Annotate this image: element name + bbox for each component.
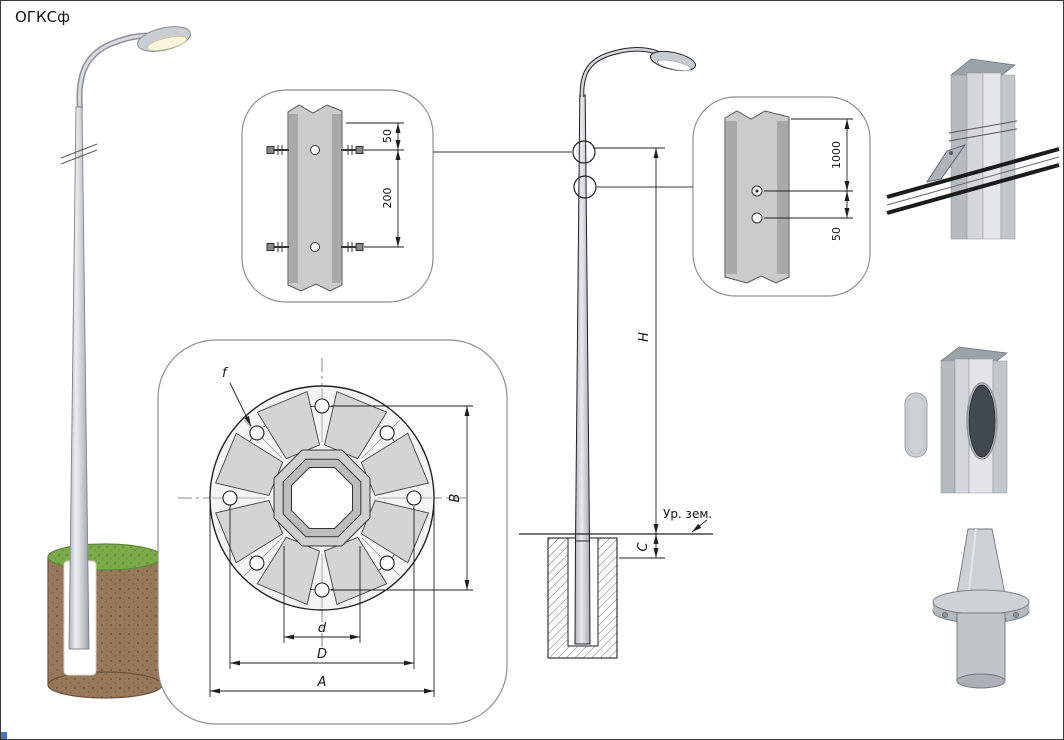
lamp-glow: [147, 36, 188, 51]
dim-B-label: B: [448, 493, 463, 502]
bolt-row-upper: [266, 145, 364, 155]
flange-base-render: [932, 528, 1030, 689]
band-edge-left: [289, 114, 298, 283]
dim-200-label: 200: [381, 188, 394, 209]
dimension-50-200: [346, 122, 404, 248]
dimension-1000-50: [764, 118, 853, 219]
band-edge-left: [726, 121, 737, 274]
door-opening: [968, 384, 996, 458]
cables: [886, 147, 1060, 215]
shaft-cross-section: [273, 449, 371, 547]
dim-50-label: 50: [381, 129, 394, 143]
suspension-clamp: [926, 144, 967, 183]
shaft-embedded: [574, 540, 591, 645]
foundation-cylinder: [47, 543, 163, 699]
dimension-d: [283, 546, 361, 643]
tie-wires: [948, 120, 1018, 142]
dim-f-leader: [229, 382, 252, 427]
detail-node-upper: [572, 140, 596, 164]
flange-plan-callout: f B d D A: [157, 339, 508, 725]
frame-corner-mark: [1, 732, 7, 739]
tube-highlight: [967, 528, 977, 600]
dim-D-label: D: [317, 647, 327, 662]
band-edge-right: [332, 114, 341, 283]
dim-A-label: A: [317, 675, 327, 690]
door-leaf: [904, 392, 928, 458]
pole-facets: [950, 72, 1016, 240]
band-edge-right: [777, 121, 788, 274]
pole-elevation: Ур. зем. H C: [519, 47, 713, 659]
foundation-bottom: [47, 671, 163, 699]
pole-shaft: [68, 106, 90, 650]
access-door-render: [904, 346, 1009, 494]
flange-top-face: [932, 589, 1030, 615]
sector-lines: [212, 388, 432, 608]
pole-section-band: [724, 110, 790, 284]
dim-d-label: d: [318, 621, 327, 636]
dim-H-label: H: [637, 332, 652, 342]
lamp-head: [649, 50, 697, 72]
hole-view: [751, 212, 763, 224]
gusset-ribs: [214, 390, 430, 606]
lower-cylinder: [956, 612, 1006, 682]
bolt-holes: [222, 398, 422, 598]
drawing-title: ОГКСф: [15, 8, 70, 26]
dimension-D: [229, 506, 415, 669]
pole-section-band: [287, 104, 343, 292]
ground-label: Ур. зем.: [663, 507, 712, 521]
dim-C-label: C: [636, 542, 651, 552]
callout-top-joint: 50 200: [241, 89, 434, 303]
bolt-row-lower: [266, 242, 364, 252]
cylinder-bottom: [956, 673, 1006, 689]
detail-node-lower: [573, 175, 597, 199]
door-opening-rim: [966, 382, 998, 460]
dimension-H: [593, 147, 665, 534]
pole-break-mark: [60, 143, 98, 165]
ground-leader: [691, 519, 708, 533]
bolt-center-dot: [755, 189, 759, 193]
door-leaf-inner: [907, 395, 925, 455]
lamp-head: [137, 26, 191, 52]
dimension-B: [331, 405, 473, 591]
lamp-arm: [579, 47, 659, 98]
dimension-A: [209, 504, 435, 697]
dim-f-label: f: [222, 366, 229, 381]
tapered-tube: [955, 528, 1007, 600]
cable-clamp-render: [886, 58, 1060, 240]
dim-50-label: 50: [830, 227, 843, 241]
callout-side-joint: 1000 50: [692, 96, 871, 297]
dim-1000-label: 1000: [830, 141, 843, 169]
clamp-bolt: [949, 151, 953, 155]
dimension-C: [619, 534, 665, 559]
pole-3d-render: [47, 26, 191, 699]
